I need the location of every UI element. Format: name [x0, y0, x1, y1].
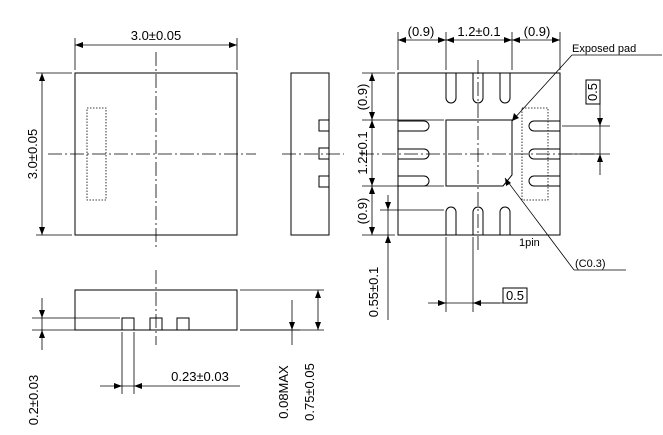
- bottom-view-dotted-outline: [521, 107, 549, 201]
- arrow-head: [369, 73, 375, 81]
- top-height-dimension: 3.0±0.05: [25, 129, 40, 180]
- top-view: 3.0±0.05 3.0±0.05: [25, 28, 256, 250]
- exposed-pad-label: Exposed pad: [572, 43, 636, 55]
- chamfer-leader: [504, 177, 575, 271]
- arrow-head: [552, 37, 560, 43]
- thickness-dimension: 0.75±0.05: [302, 363, 317, 421]
- side-view: 0.2±0.03 0.23±0.03 0.08MAX 0.75±0.05: [26, 270, 324, 425]
- arrow-head: [369, 178, 375, 186]
- right-side-lead: [318, 147, 330, 160]
- right-side-view: [282, 72, 344, 236]
- bv-boxed-pitch-bottom-frame: [502, 287, 528, 304]
- arrow-head: [446, 37, 454, 43]
- bv-pitch-right-dimension: (0.9): [524, 24, 551, 39]
- lead-width-dimension: 0.23±0.03: [171, 369, 229, 384]
- bottom-bottom-pad: [445, 206, 457, 235]
- side-view-lead: [176, 317, 190, 331]
- arrow-head: [134, 383, 142, 389]
- bv-lead-length-dimension: 0.55±0.1: [366, 267, 381, 318]
- arrow-head: [438, 300, 446, 306]
- arrow-head: [289, 322, 295, 330]
- bottom-view: (0.9) 1.2±0.1 (0.9) (0.9) 1.2±0.1 (0.9) …: [355, 24, 662, 320]
- right-side-lead: [318, 119, 330, 132]
- side-view-lead: [121, 317, 135, 331]
- bv-pitch-left-dimension: (0.9): [408, 24, 435, 39]
- bottom-bottom-pad: [499, 206, 511, 235]
- pin1-label: 1pin: [519, 237, 540, 249]
- arrow-head: [369, 186, 375, 194]
- top-width-dimension: 3.0±0.05: [131, 28, 182, 43]
- arrow-head: [597, 118, 603, 126]
- bottom-top-pad: [499, 73, 511, 104]
- top-view-hidden-pad-outline: [86, 107, 107, 201]
- exposed-pad: [445, 119, 513, 187]
- exposed-pad-leader: [511, 54, 573, 122]
- arrow-head: [385, 202, 391, 210]
- lead-height-dimension: 0.2±0.03: [26, 375, 41, 426]
- arrow-head: [369, 112, 375, 120]
- arrow-head: [385, 235, 391, 243]
- arrow-head: [315, 290, 321, 298]
- right-side-lead: [318, 175, 330, 188]
- bottom-right-pad: [528, 120, 560, 132]
- arrow-head: [39, 310, 45, 318]
- bottom-top-pad: [472, 73, 484, 104]
- bv-vert-center-dimension: 1.2±0.1: [355, 131, 370, 174]
- arrow-head: [398, 37, 406, 43]
- arrow-head: [369, 120, 375, 128]
- bottom-left-pad: [398, 120, 430, 132]
- arrow-head: [369, 227, 375, 235]
- arrow-head: [39, 227, 45, 235]
- bv-boxed-pitch-right-frame: [585, 79, 601, 105]
- arrow-head: [39, 73, 45, 81]
- arrow-head: [512, 113, 519, 121]
- arrow-head: [229, 42, 237, 48]
- bv-boxed-pitch-right: 0.5: [585, 83, 600, 101]
- bv-boxed-pitch-bottom: 0.5: [506, 288, 524, 303]
- bv-vert-bottom-dimension: (0.9): [355, 198, 370, 225]
- side-view-lead: [149, 317, 163, 331]
- arrow-head: [39, 330, 45, 338]
- arrow-head: [505, 178, 511, 186]
- bottom-right-pad: [528, 148, 560, 160]
- arrow-head: [597, 154, 603, 162]
- arrow-head: [504, 37, 512, 43]
- arrow-head: [512, 37, 520, 43]
- arrow-head: [438, 37, 446, 43]
- bottom-bottom-pad: [472, 206, 484, 235]
- standoff-dimension: 0.08MAX: [276, 365, 291, 419]
- arrow-head: [75, 42, 83, 48]
- bv-pitch-center-dimension: 1.2±0.1: [457, 24, 500, 39]
- arrow-head: [114, 383, 122, 389]
- bottom-left-pad: [398, 175, 430, 187]
- chamfer-label: (C0.3): [575, 258, 606, 270]
- bottom-top-pad: [445, 73, 457, 104]
- arrow-head: [315, 322, 321, 330]
- bottom-left-pad: [398, 148, 430, 160]
- bv-vert-top-dimension: (0.9): [355, 84, 370, 111]
- bottom-right-pad: [528, 175, 560, 187]
